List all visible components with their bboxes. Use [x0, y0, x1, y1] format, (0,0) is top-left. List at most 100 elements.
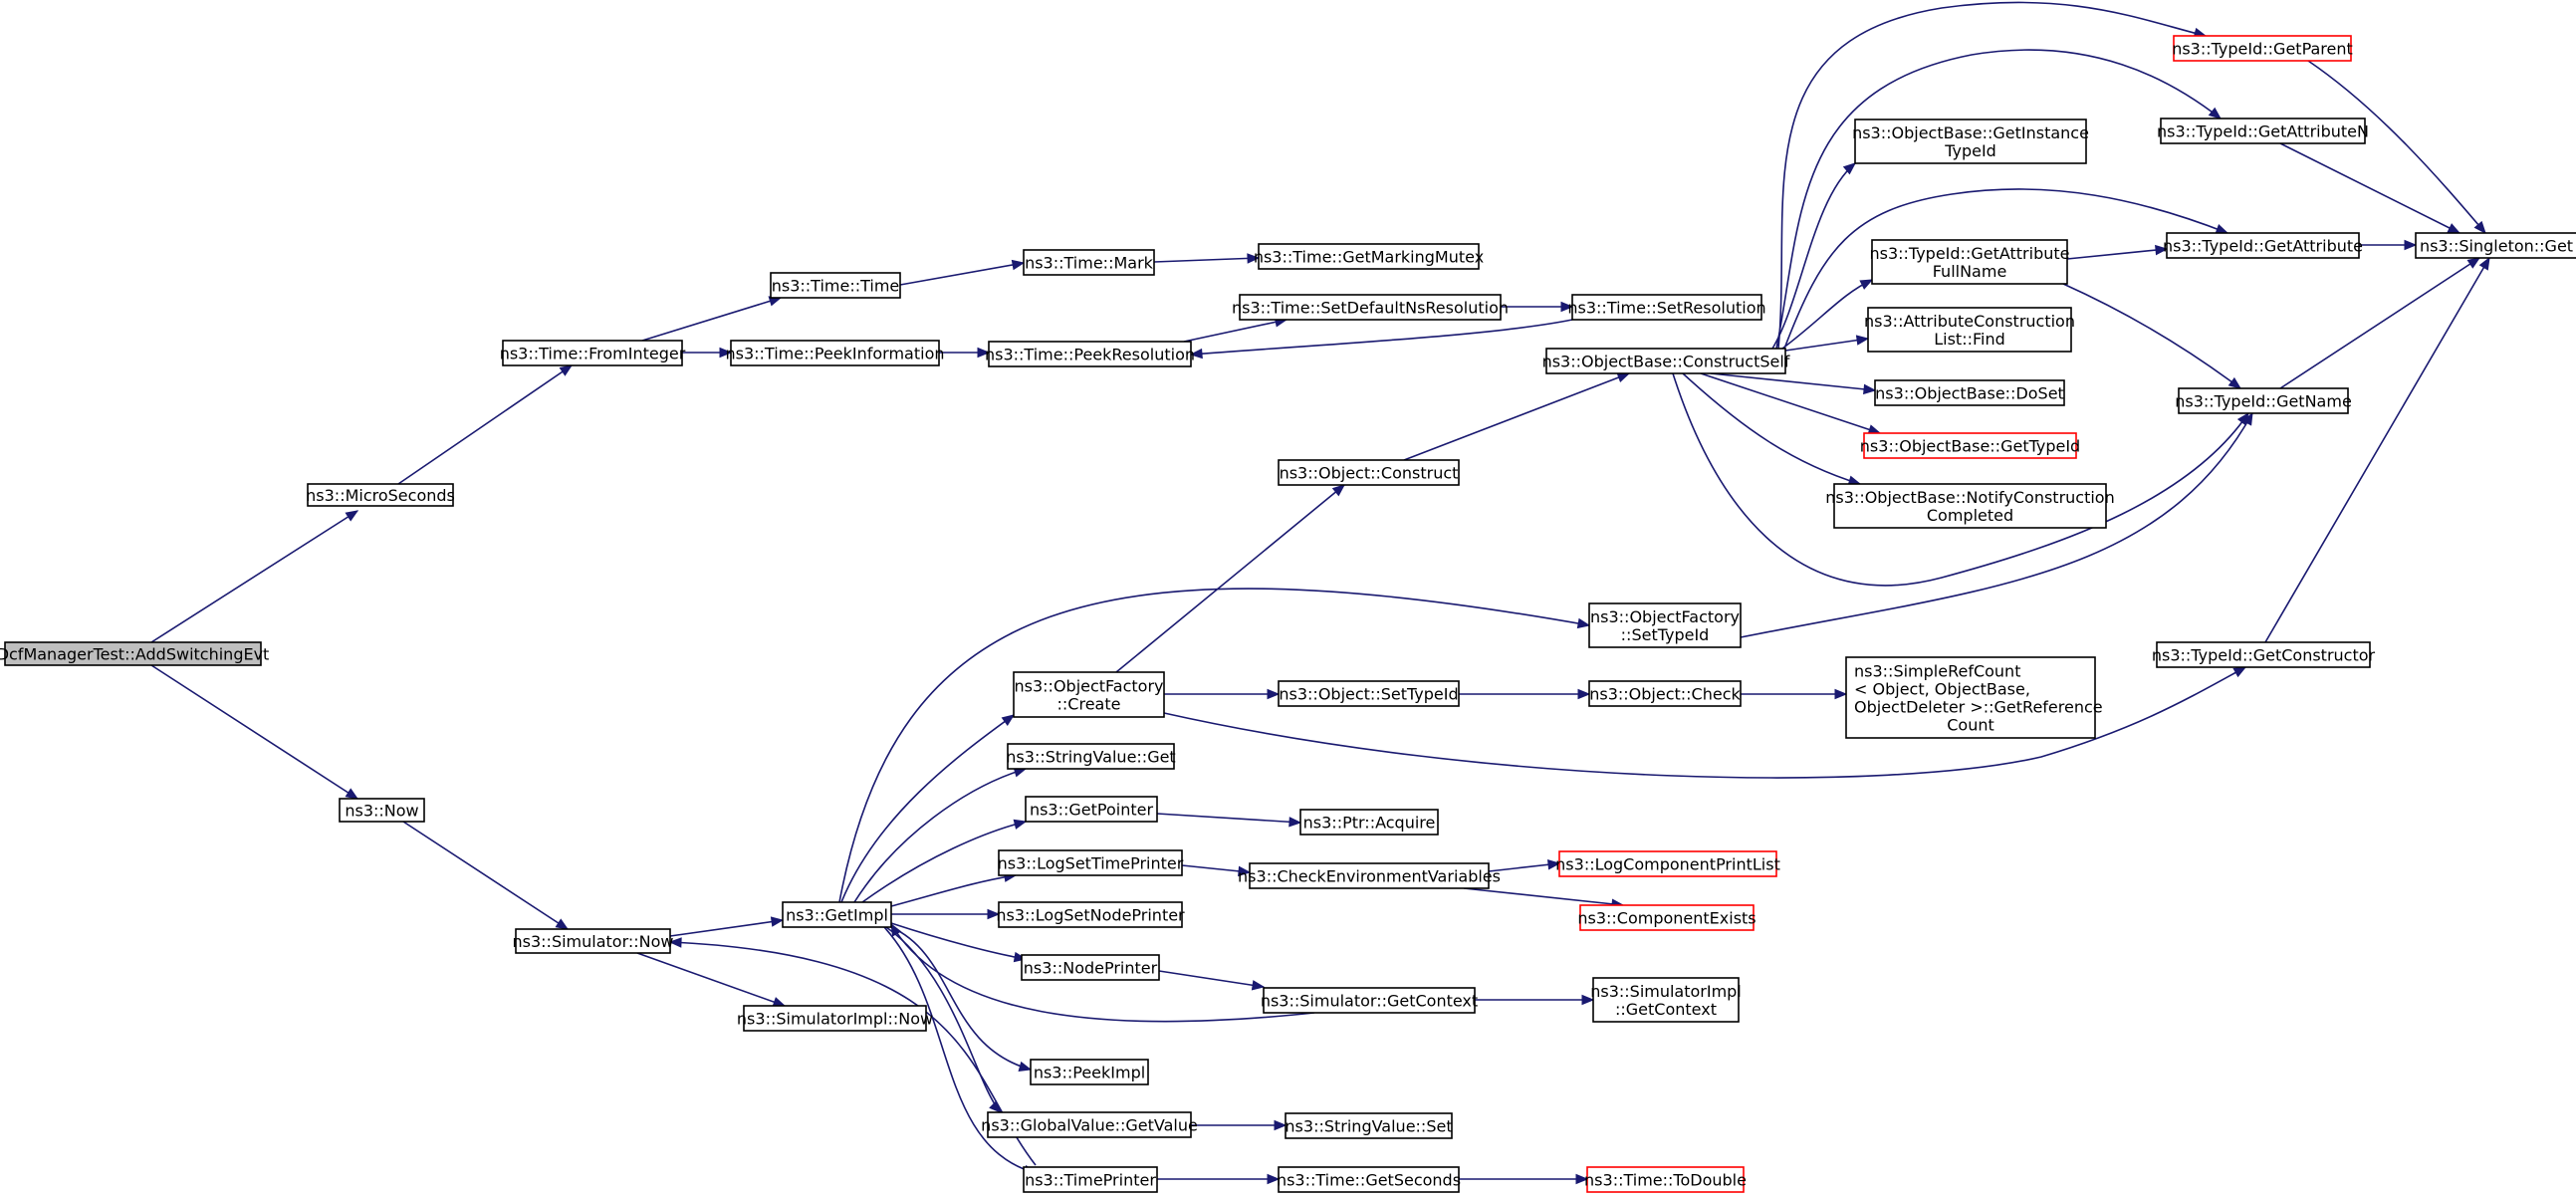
- arrowhead-icon: [1581, 994, 1595, 1006]
- arrowhead-icon: [345, 510, 359, 522]
- node-typeid-getattribute[interactable]: ns3::TypeId::GetAttribute: [2163, 232, 2363, 259]
- node-simulator-getcontext[interactable]: ns3::Simulator::GetContext: [1261, 987, 1478, 1014]
- node-getimpl[interactable]: ns3::GetImpl: [782, 901, 892, 928]
- node-box: [2160, 118, 2366, 144]
- edge-line: [1163, 666, 2246, 779]
- node-time-peekinformation[interactable]: ns3::Time::PeekInformation: [725, 340, 945, 366]
- node-label: ns3::GetPointer: [1030, 801, 1154, 820]
- node-label: TypeId: [1944, 141, 1996, 160]
- node-typeid-getattributen[interactable]: ns3::TypeId::GetAttributeN: [2157, 118, 2369, 144]
- edge-typeid-getattributen-to-singleton-get: [2279, 142, 2461, 234]
- edge-simulator-now-to-getimpl: [669, 916, 785, 937]
- edge-typeid-getname-to-singleton-get: [2279, 257, 2481, 389]
- edge-typeid-getattribute-to-singleton-get: [2359, 239, 2418, 251]
- edge-typeid-getconstructor-to-singleton-get: [2264, 256, 2490, 643]
- node-time-setdefaultnsresolution[interactable]: ns3::Time::SetDefaultNsResolution: [1232, 294, 1509, 321]
- arrowhead-icon: [668, 937, 682, 948]
- node-timeprinter[interactable]: ns3::TimePrinter: [1023, 1166, 1158, 1193]
- node-time-getseconds[interactable]: ns3::Time::GetSeconds: [1277, 1166, 1461, 1193]
- edge-checkenvironmentvariables-to-logcomponentprintlist: [1488, 859, 1561, 872]
- node-box: [1278, 680, 1460, 707]
- node-label: ns3::ObjectBase::NotifyConstruction: [1825, 488, 2114, 507]
- edge-line: [1190, 319, 1573, 356]
- node-objectbase-doset[interactable]: ns3::ObjectBase::DoSet: [1874, 379, 2065, 406]
- edge-microseconds-to-time-frominteger: [397, 364, 574, 485]
- edge-objectbase-constructself-to-typeid-getattribute: [1783, 188, 2229, 350]
- node-objectbase-notifyconstructioncompleted[interactable]: ns3::ObjectBase::NotifyConstructionCompl…: [1825, 483, 2115, 529]
- node-logsetnodeprinter[interactable]: ns3::LogSetNodePrinter: [996, 901, 1185, 928]
- node-box: [1258, 243, 1480, 270]
- node-time-frominteger[interactable]: ns3::Time::FromInteger: [500, 340, 686, 366]
- node-peekimpl[interactable]: ns3::PeekImpl: [1030, 1059, 1149, 1085]
- node-checkenvironmentvariables[interactable]: ns3::CheckEnvironmentVariables: [1238, 862, 1501, 889]
- node-box: [1278, 1166, 1460, 1193]
- node-stringvalue-set[interactable]: ns3::StringValue::Set: [1285, 1112, 1453, 1139]
- node-box: [502, 340, 683, 366]
- edge-line: [899, 262, 1025, 286]
- node-label: ns3::MicroSeconds: [306, 486, 455, 505]
- node-object-settypeid[interactable]: ns3::Object::SetTypeId: [1278, 680, 1460, 707]
- node-label: ObjectDeleter >::GetReference: [1854, 698, 2103, 717]
- node-typeid-getparent[interactable]: ns3::TypeId::GetParent: [2172, 35, 2353, 62]
- arrowhead-icon: [2227, 376, 2242, 389]
- node-time-peekresolution[interactable]: ns3::Time::PeekResolution: [985, 341, 1195, 367]
- node-logsettimeprinter[interactable]: ns3::LogSetTimePrinter: [998, 849, 1184, 876]
- node-objectfactory-settypeid[interactable]: ns3::ObjectFactory::SetTypeId: [1588, 602, 1742, 648]
- node-componentexists[interactable]: ns3::ComponentExists: [1577, 904, 1756, 931]
- node-simulator-now[interactable]: ns3::Simulator::Now: [513, 928, 674, 954]
- arrowhead-icon: [1288, 817, 1302, 828]
- node-label: ns3::Singleton::Get: [2420, 237, 2573, 256]
- node-ptr-acquire[interactable]: ns3::Ptr::Acquire: [1299, 809, 1439, 836]
- node-nodeprinter[interactable]: ns3::NodePrinter: [1021, 954, 1160, 981]
- node-time-time[interactable]: ns3::Time::Time: [770, 272, 901, 299]
- edge-line: [853, 768, 1027, 903]
- edge-typeid-getattributefullname-to-typeid-getname: [2062, 283, 2242, 389]
- edge-line: [1153, 257, 1260, 263]
- node-simulatorimpl-now[interactable]: ns3::SimulatorImpl::Now: [737, 1005, 933, 1032]
- node-now[interactable]: ns3::Now: [339, 798, 425, 823]
- node-box: [1030, 1059, 1149, 1085]
- edge-simulator-now-to-simulatorimpl-now: [636, 952, 787, 1008]
- node-object-construct[interactable]: ns3::Object::Construct: [1278, 459, 1460, 486]
- node-typeid-getconstructor[interactable]: ns3::TypeId::GetConstructor: [2152, 641, 2376, 668]
- node-time-getmarkingmutex[interactable]: ns3::Time::GetMarkingMutex: [1254, 243, 1484, 270]
- node-stringvalue-get[interactable]: ns3::StringValue::Get: [1006, 743, 1176, 770]
- node-singleton-get[interactable]: ns3::Singleton::Get: [2415, 232, 2576, 259]
- node-box: [1023, 249, 1155, 276]
- node-object-check[interactable]: ns3::Object::Check: [1588, 680, 1742, 707]
- edge-line: [2062, 283, 2241, 389]
- node-time-todouble[interactable]: ns3::Time::ToDouble: [1584, 1166, 1747, 1193]
- node-time-mark[interactable]: ns3::Time::Mark: [1023, 249, 1155, 276]
- node-box: [998, 901, 1183, 928]
- edge-line: [669, 919, 784, 937]
- node-globalvalue-getvalue[interactable]: ns3::GlobalValue::GetValue: [981, 1111, 1198, 1138]
- edge-line: [1183, 319, 1288, 343]
- edge-line: [2279, 142, 2460, 234]
- edge-line: [1115, 484, 1345, 673]
- node-objectbase-gettypeid[interactable]: ns3::ObjectBase::GetTypeId: [1860, 432, 2080, 459]
- node-box: [2156, 641, 2371, 668]
- edge-line: [2066, 248, 2168, 260]
- node-objectfactory-create[interactable]: ns3::ObjectFactory::Create: [1013, 671, 1165, 718]
- node-simplerefcount-getreferencecount[interactable]: ns3::SimpleRefCount< Object, ObjectBase,…: [1845, 656, 2103, 739]
- node-box: [1007, 743, 1175, 770]
- node-logcomponentprintlist[interactable]: ns3::LogComponentPrintList: [1555, 850, 1780, 877]
- edge-line: [840, 714, 1015, 903]
- arrowhead-icon: [1189, 348, 1203, 359]
- node-getpointer[interactable]: ns3::GetPointer: [1025, 796, 1158, 823]
- node-time-setresolution[interactable]: ns3::Time::SetResolution: [1567, 294, 1766, 321]
- arrowhead-icon: [2155, 244, 2169, 256]
- edge-line: [1463, 887, 1624, 906]
- edge-objectbase-constructself-to-objectbase-getinstancetypeid: [1771, 162, 1857, 350]
- node-objectbase-constructself[interactable]: ns3::ObjectBase::ConstructSelf: [1542, 348, 1790, 374]
- node-label: ns3::Time::PeekInformation: [725, 345, 944, 363]
- node-typeid-getname[interactable]: ns3::TypeId::GetName: [2175, 387, 2352, 414]
- node-label: ns3::Time::GetSeconds: [1277, 1171, 1461, 1190]
- edge-line: [641, 297, 782, 342]
- node-simulatorimpl-getcontext[interactable]: ns3::SimulatorImpl::GetContext: [1590, 977, 1742, 1023]
- edge-nodeprinter-to-simulator-getcontext: [1158, 970, 1266, 991]
- node-microseconds[interactable]: ns3::MicroSeconds: [306, 483, 455, 507]
